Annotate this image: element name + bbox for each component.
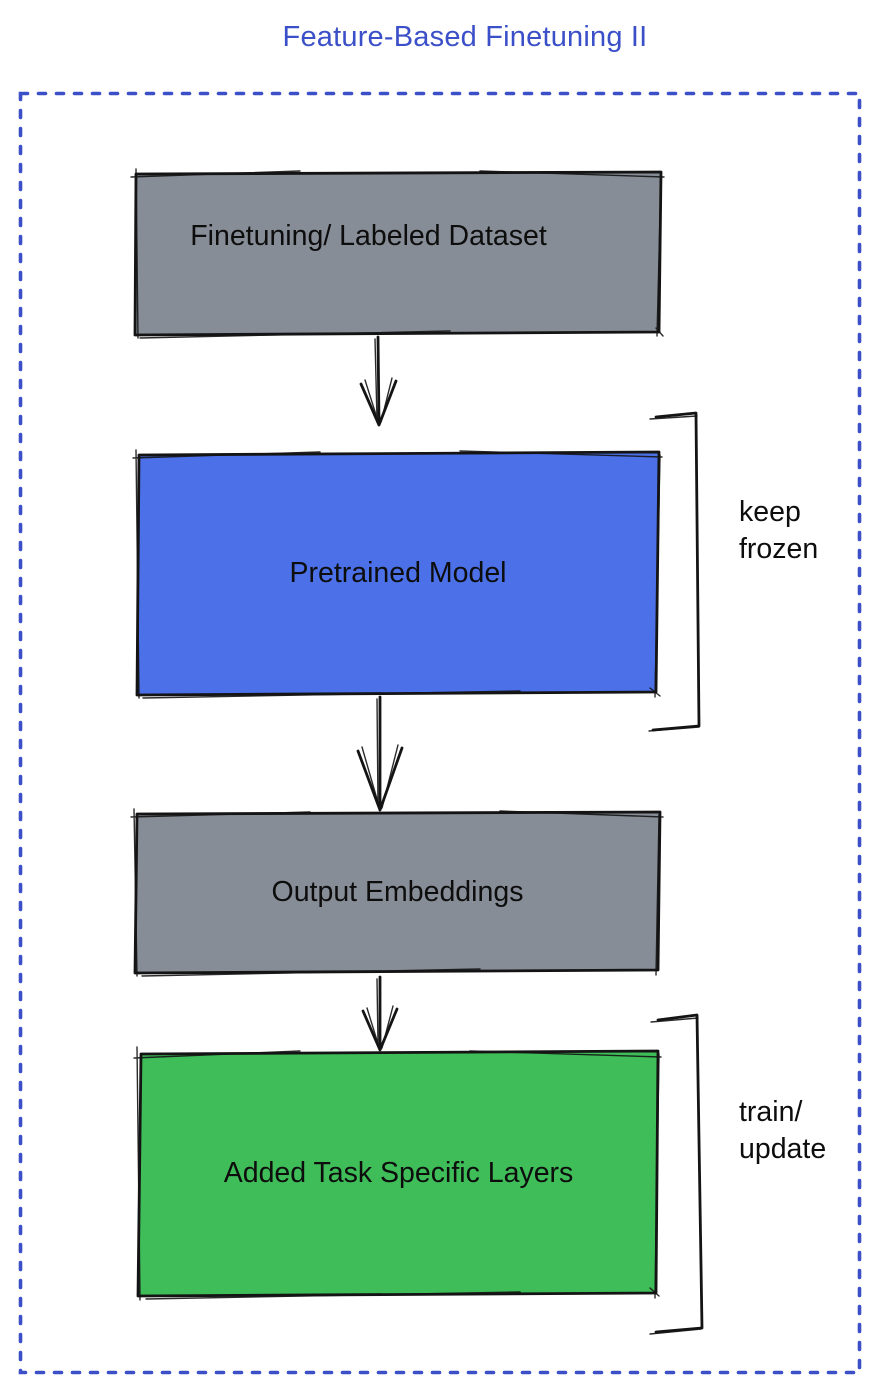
arrow-down-icon — [359, 335, 398, 427]
annotation-train-update: train/ update — [739, 1094, 826, 1168]
annotation-keep-frozen: keep frozen — [739, 494, 818, 568]
annotation-line: update — [739, 1133, 827, 1165]
node-output-embeddings-shape — [130, 808, 664, 977]
arrow-down-icon — [356, 695, 404, 812]
node-task-specific-layers-shape — [133, 1046, 662, 1301]
arrow-down-icon — [361, 975, 399, 1052]
page-title: Feature-Based Finetuning II — [282, 21, 648, 53]
annotation-line: train/ — [739, 1096, 803, 1128]
dotted-frame — [18, 91, 862, 1375]
annotation-line: frozen — [739, 533, 819, 565]
node-finetuning-dataset-shape — [130, 168, 665, 339]
bracket-keep-frozen — [648, 411, 701, 732]
bracket-train-update — [649, 1013, 704, 1335]
annotation-line: keep — [739, 496, 801, 528]
node-pretrained-model-shape — [132, 449, 663, 699]
